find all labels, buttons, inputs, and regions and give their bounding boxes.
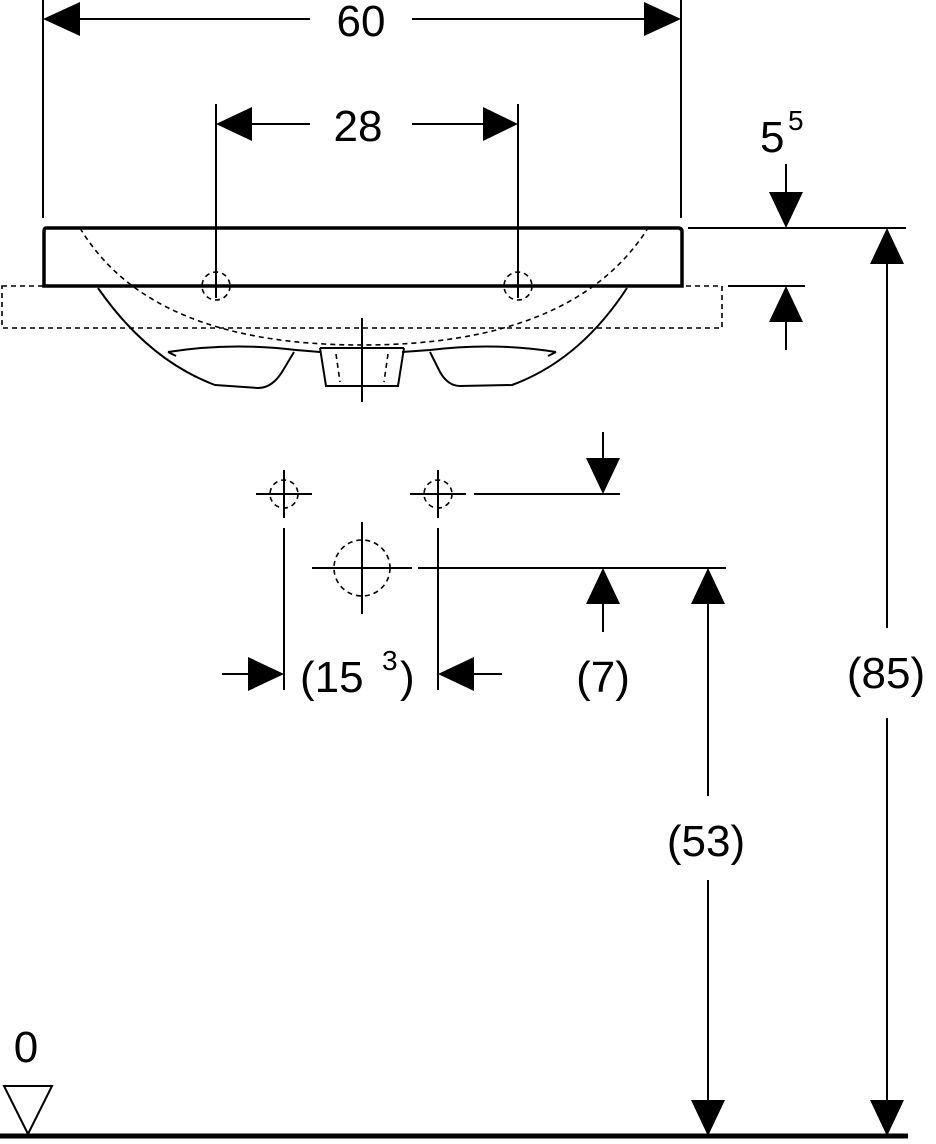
- fitting-spacing-label: (15: [300, 653, 364, 702]
- fitting-spacing-superscript: 3: [382, 645, 398, 676]
- washbasin-outline: [1, 226, 723, 402]
- dimension-fitting-spacing: (15 3 ): [222, 645, 502, 702]
- wall-fixing-points: [256, 470, 466, 690]
- waste-offset-label: (7): [576, 653, 630, 702]
- overall-width-label: 60: [337, 0, 386, 46]
- floor-level: 0: [0, 1023, 908, 1139]
- rim-thickness-label: 5: [760, 113, 784, 162]
- dimension-rim-thickness: 5 5: [688, 105, 906, 350]
- dimension-rim-height: (85): [847, 228, 925, 1136]
- waste-height-label: (53): [667, 817, 745, 866]
- rim-thickness-superscript: 5: [788, 105, 804, 136]
- rim-height-label: (85): [847, 649, 925, 698]
- floor-level-label: 0: [14, 1023, 38, 1072]
- dimension-tap-hole-spacing: 28: [215, 102, 519, 298]
- dimension-waste-offset: (7): [418, 432, 726, 702]
- level-triangle-icon: [2, 1085, 54, 1137]
- fitting-spacing-close: ): [400, 653, 415, 702]
- dimension-overall-width: 60: [42, 0, 682, 218]
- tap-hole-spacing-label: 28: [334, 102, 383, 151]
- dimension-waste-height: (53): [667, 568, 745, 1136]
